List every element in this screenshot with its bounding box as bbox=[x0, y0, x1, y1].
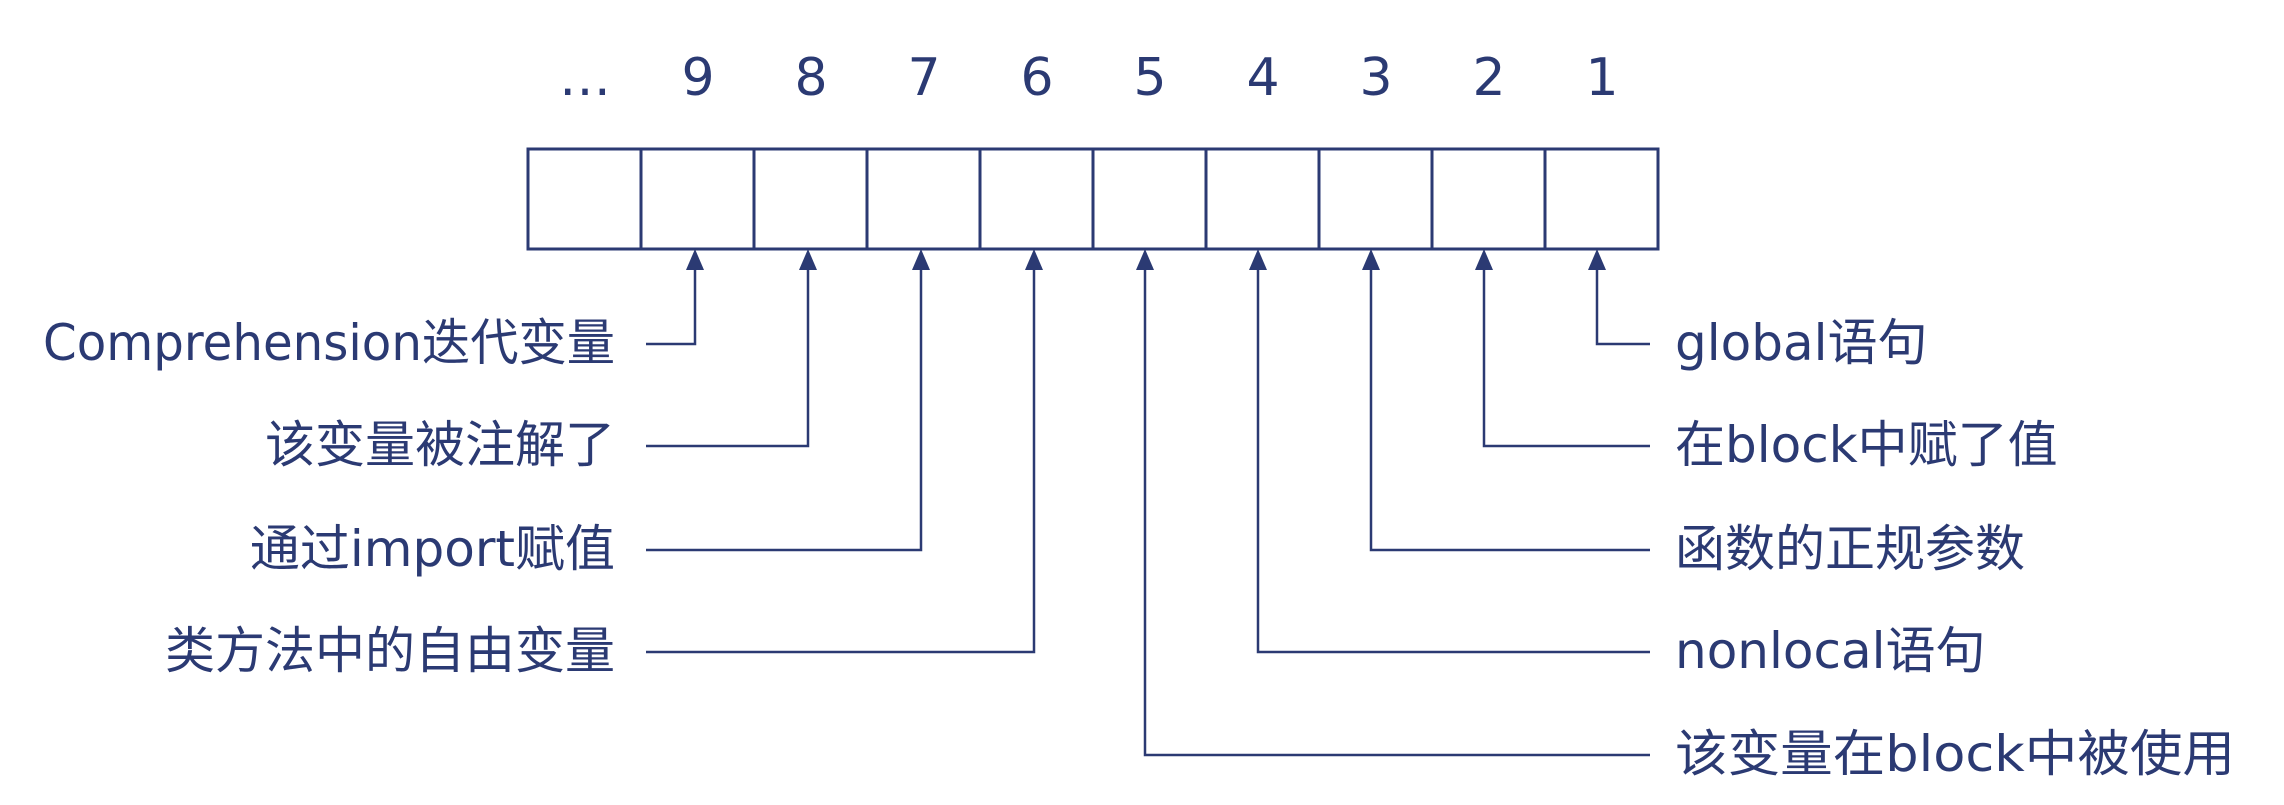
bit-cell-9 bbox=[639, 147, 756, 251]
connector-bit-3 bbox=[1369, 262, 1650, 552]
connector-bit-5 bbox=[1143, 262, 1650, 757]
arrow-bit-6 bbox=[1025, 249, 1043, 270]
bit-cell-ellipsis bbox=[526, 147, 643, 251]
arrow-bit-7 bbox=[912, 249, 930, 270]
connector-bit-8 bbox=[646, 262, 810, 448]
bit-number-8: 8 bbox=[794, 48, 827, 108]
bit-number-7: 7 bbox=[907, 48, 940, 108]
bit-cell-6 bbox=[978, 147, 1095, 251]
bit-number-row: … 9 8 7 6 5 4 3 2 1 bbox=[559, 48, 1619, 108]
connector-bit-2 bbox=[1482, 262, 1650, 448]
bit-number-ellipsis: … bbox=[559, 48, 611, 108]
arrow-bit-4 bbox=[1249, 249, 1267, 270]
bit-number-6: 6 bbox=[1020, 48, 1053, 108]
connector-bit-9 bbox=[646, 262, 697, 346]
bit-cell-2 bbox=[1430, 147, 1547, 251]
bit-cell-5 bbox=[1091, 147, 1208, 251]
arrow-bit-8 bbox=[799, 249, 817, 270]
label-bit-5: 该变量在block中被使用 bbox=[1675, 725, 2235, 783]
bit-number-2: 2 bbox=[1472, 48, 1505, 108]
label-bit-4: nonlocal语句 bbox=[1675, 622, 1985, 680]
bit-cell-3 bbox=[1317, 147, 1434, 251]
arrow-bit-1 bbox=[1588, 249, 1606, 270]
arrow-bit-9 bbox=[686, 249, 704, 270]
label-bit-1: global语句 bbox=[1675, 314, 1928, 372]
label-bit-9: Comprehension迭代变量 bbox=[43, 314, 615, 372]
arrow-bit-2 bbox=[1475, 249, 1493, 270]
right-connectors bbox=[1136, 249, 1650, 757]
bit-number-9: 9 bbox=[681, 48, 714, 108]
bit-cell-4 bbox=[1204, 147, 1321, 251]
label-bit-3: 函数的正规参数 bbox=[1675, 520, 2025, 578]
bit-cell-1 bbox=[1543, 147, 1660, 251]
left-labels: Comprehension迭代变量 该变量被注解了 通过import赋值 类方法… bbox=[43, 314, 615, 680]
arrow-bit-3 bbox=[1362, 249, 1380, 270]
bit-number-4: 4 bbox=[1246, 48, 1279, 108]
connector-bit-4 bbox=[1256, 262, 1650, 654]
label-bit-7: 通过import赋值 bbox=[250, 520, 615, 578]
bit-cell-8 bbox=[752, 147, 869, 251]
bit-cell-7 bbox=[865, 147, 982, 251]
bit-cell-row bbox=[526, 147, 1660, 251]
arrow-bit-5 bbox=[1136, 249, 1154, 270]
right-labels: global语句 在block中赋了值 函数的正规参数 nonlocal语句 该… bbox=[1675, 314, 2235, 783]
label-bit-8: 该变量被注解了 bbox=[265, 416, 615, 474]
connector-bit-7 bbox=[646, 262, 923, 552]
bit-number-1: 1 bbox=[1585, 48, 1618, 108]
bit-number-3: 3 bbox=[1359, 48, 1392, 108]
label-bit-2: 在block中赋了值 bbox=[1675, 416, 2058, 474]
left-connectors bbox=[646, 249, 1043, 654]
label-bit-6: 类方法中的自由变量 bbox=[165, 622, 615, 680]
connector-bit-6 bbox=[646, 262, 1036, 654]
bit-number-5: 5 bbox=[1133, 48, 1166, 108]
connector-bit-1 bbox=[1595, 262, 1650, 346]
